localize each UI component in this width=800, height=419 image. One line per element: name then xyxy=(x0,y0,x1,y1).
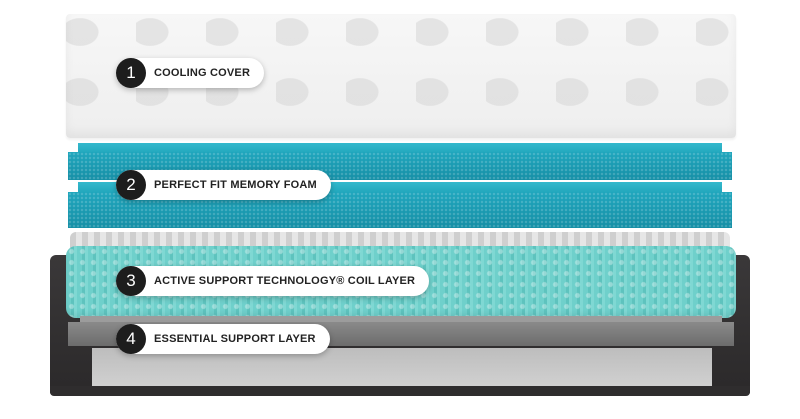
support-layer-top xyxy=(80,316,722,324)
callout-label: PERFECT FIT MEMORY FOAM xyxy=(154,179,317,191)
callout-label: ACTIVE SUPPORT TECHNOLOGY® COIL LAYER xyxy=(154,275,416,287)
memory-foam-upper-top xyxy=(78,143,722,153)
callout-support-layer: 4 ESSENTIAL SUPPORT LAYER xyxy=(116,324,330,354)
memory-foam-lower-top xyxy=(78,182,722,192)
mattress-base-floor xyxy=(92,348,712,393)
callout-label: ESSENTIAL SUPPORT LAYER xyxy=(154,333,316,345)
number-badge: 3 xyxy=(116,266,146,296)
coil-layer-top xyxy=(70,232,730,248)
callout-cooling-cover: 1 COOLING COVER xyxy=(116,58,265,88)
number-badge: 4 xyxy=(116,324,146,354)
mattress-base-lip xyxy=(50,386,750,396)
callout-label: COOLING COVER xyxy=(154,67,251,79)
number-badge: 1 xyxy=(116,58,146,88)
callout-memory-foam: 2 PERFECT FIT MEMORY FOAM xyxy=(116,170,331,200)
number-badge: 2 xyxy=(116,170,146,200)
callout-coil-layer: 3 ACTIVE SUPPORT TECHNOLOGY® COIL LAYER xyxy=(116,266,430,296)
